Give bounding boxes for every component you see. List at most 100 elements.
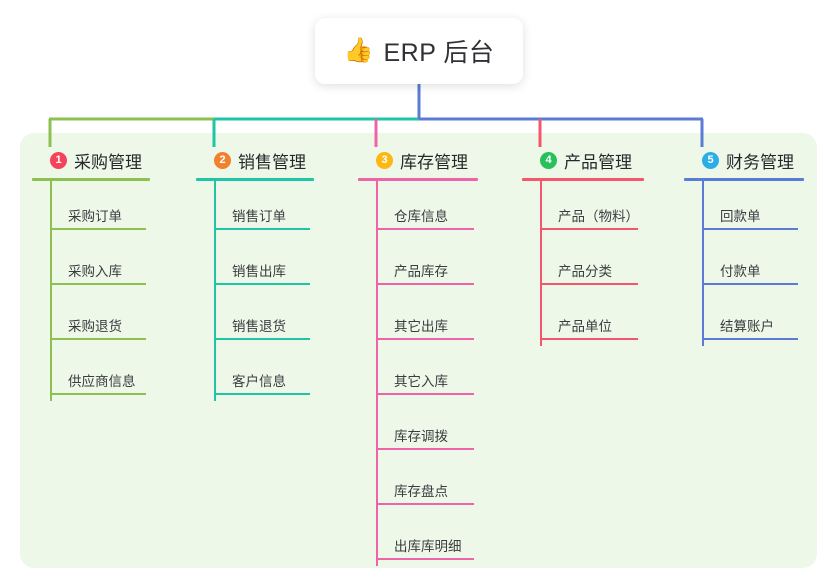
branch-item-label: 结算账户 (720, 319, 774, 334)
branch-item-rule (214, 228, 310, 230)
branch-item-label: 客户信息 (232, 374, 286, 389)
branch-item[interactable]: 客户信息 (196, 346, 314, 401)
branch-item-rule (540, 228, 638, 230)
branch-item-label: 产品分类 (558, 264, 612, 279)
branch-header-2[interactable]: 2 销售管理 (196, 148, 314, 172)
branch-item-label: 销售出库 (232, 264, 286, 279)
branch-item-label: 产品（物料） (558, 209, 639, 224)
branch-item[interactable]: 付款单 (684, 236, 804, 291)
branch-item-rule (376, 228, 474, 230)
branch-header-rule (522, 178, 644, 181)
branch-item-rule (702, 338, 798, 340)
branch-item[interactable]: 仓库信息 (358, 181, 478, 236)
branch-item-label: 仓库信息 (394, 209, 448, 224)
branch-item[interactable]: 采购入库 (32, 236, 150, 291)
branch-item[interactable]: 产品（物料） (522, 181, 644, 236)
branch-item[interactable]: 其它入库 (358, 346, 478, 401)
branch-header-rule (32, 178, 150, 181)
branch-header-rule (684, 178, 804, 181)
branch-header-rule (196, 178, 314, 181)
branch-item-label: 回款单 (720, 209, 761, 224)
branch-item[interactable]: 供应商信息 (32, 346, 150, 401)
branch-item-rule (540, 338, 638, 340)
branches-panel (20, 133, 817, 568)
branch-item-rule (376, 393, 474, 395)
branch-item-rule (50, 393, 146, 395)
branch-spine (540, 181, 542, 346)
branch-header-4[interactable]: 4 产品管理 (522, 148, 644, 172)
branch-header-rule (358, 178, 478, 181)
branch-item[interactable]: 产品分类 (522, 236, 644, 291)
branch-item[interactable]: 库存调拨 (358, 401, 478, 456)
branch-spine (702, 181, 704, 346)
branch-item-label: 产品库存 (394, 264, 448, 279)
branch-item-list: 销售订单销售出库销售退货客户信息 (196, 181, 314, 401)
branch-item[interactable]: 采购订单 (32, 181, 150, 236)
branch-item-list: 采购订单采购入库采购退货供应商信息 (32, 181, 150, 401)
root-node-label: ERP 后台 (383, 39, 495, 67)
branch-item-label: 采购退货 (68, 319, 122, 334)
branch-item[interactable]: 产品单位 (522, 291, 644, 346)
branch-item-label: 出库库明细 (394, 539, 462, 554)
branch-header-3[interactable]: 3 库存管理 (358, 148, 478, 172)
branch-item-label: 销售退货 (232, 319, 286, 334)
branch-title: 采购管理 (74, 152, 142, 172)
branch-item-list: 仓库信息产品库存其它出库其它入库库存调拨库存盘点出库库明细 (358, 181, 478, 566)
branch-item-rule (376, 558, 474, 560)
branch-title: 销售管理 (238, 152, 306, 172)
branch-item-rule (214, 338, 310, 340)
branch-item[interactable]: 销售订单 (196, 181, 314, 236)
branch-number-badge: 3 (376, 151, 393, 169)
branch-item-rule (702, 283, 798, 285)
branch-item-list: 产品（物料） 产品分类产品单位 (522, 181, 644, 346)
branch-item[interactable]: 采购退货 (32, 291, 150, 346)
branch-number-badge: 5 (702, 151, 719, 169)
branch-item-rule (50, 283, 146, 285)
branch-item-rule (376, 503, 474, 505)
branch-item[interactable]: 其它出库 (358, 291, 478, 346)
branch-item-label: 采购订单 (68, 209, 122, 224)
branch-item-label: 库存盘点 (394, 484, 448, 499)
branch-item-label: 付款单 (720, 264, 761, 279)
branch-title: 产品管理 (564, 152, 632, 172)
branch-item[interactable]: 产品库存 (358, 236, 478, 291)
root-node[interactable]: 👍 ERP 后台 (315, 18, 523, 84)
branch-number-badge: 2 (214, 151, 231, 169)
branch-item[interactable]: 出库库明细 (358, 511, 478, 566)
branch-item-label: 其它入库 (394, 374, 448, 389)
branch-item-rule (376, 283, 474, 285)
branch-column-1: 1 采购管理采购订单采购入库采购退货供应商信息 (32, 148, 150, 401)
branch-item[interactable]: 销售退货 (196, 291, 314, 346)
branch-item-label: 其它出库 (394, 319, 448, 334)
branch-item[interactable]: 结算账户 (684, 291, 804, 346)
branch-item[interactable]: 回款单 (684, 181, 804, 236)
branch-item-label: 产品单位 (558, 319, 612, 334)
branch-header-1[interactable]: 1 采购管理 (32, 148, 150, 172)
branch-title: 库存管理 (400, 152, 468, 172)
branch-item[interactable]: 销售出库 (196, 236, 314, 291)
branch-item-rule (702, 228, 798, 230)
branch-item-rule (376, 338, 474, 340)
branch-number-badge: 4 (540, 151, 557, 169)
branch-item-rule (214, 393, 310, 395)
branch-item-rule (50, 338, 146, 340)
branch-item-label: 供应商信息 (68, 374, 136, 389)
branch-item-label: 销售订单 (232, 209, 286, 224)
root-node-content: 👍 ERP 后台 (344, 33, 495, 69)
branch-spine (50, 181, 52, 401)
branch-item-rule (214, 283, 310, 285)
branch-number-badge: 1 (50, 151, 67, 169)
branch-column-4: 4 产品管理产品（物料） 产品分类产品单位 (522, 148, 644, 346)
branch-item[interactable]: 库存盘点 (358, 456, 478, 511)
branch-spine (214, 181, 216, 401)
branch-spine (376, 181, 378, 566)
branch-item-rule (376, 448, 474, 450)
branch-item-rule (540, 283, 638, 285)
branch-item-label: 采购入库 (68, 264, 122, 279)
branch-item-rule (50, 228, 146, 230)
branch-item-list: 回款单付款单结算账户 (684, 181, 804, 346)
thumbs-up-icon: 👍 (343, 37, 374, 64)
